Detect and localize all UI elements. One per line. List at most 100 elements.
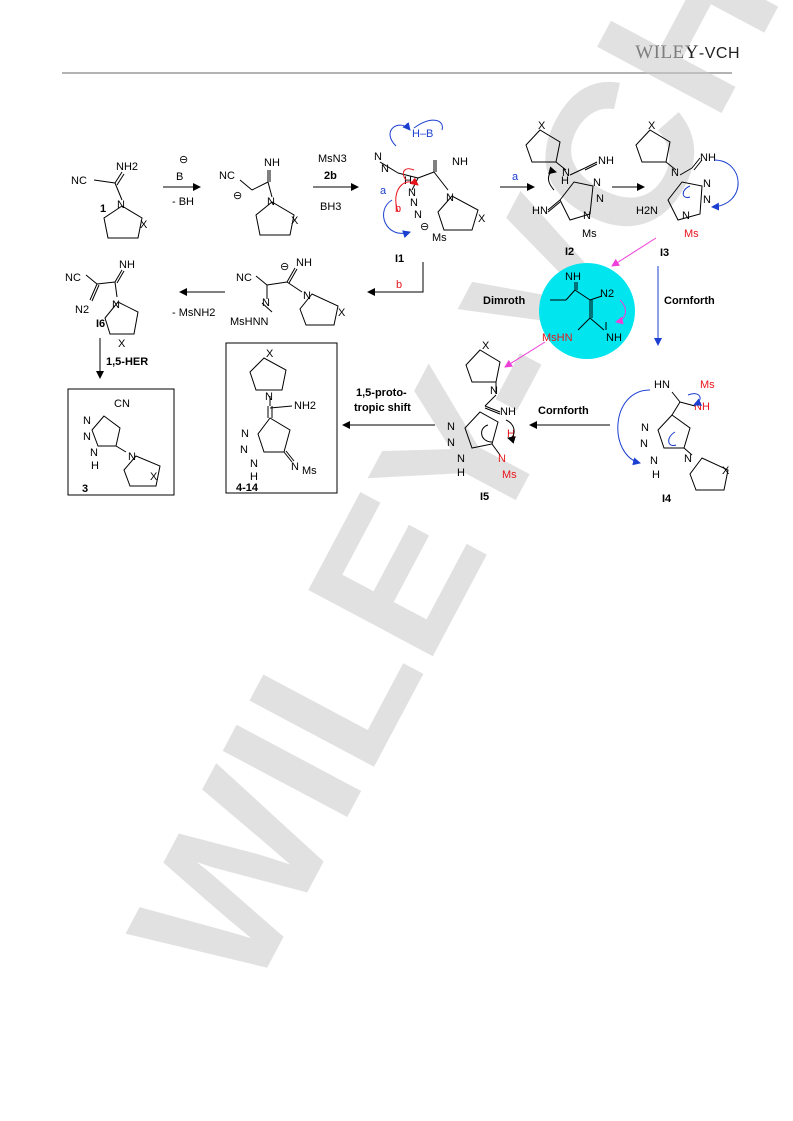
svg-text:N: N — [262, 297, 270, 309]
svg-text:H–B: H–B — [412, 128, 433, 140]
svg-text:⊖: ⊖ — [233, 190, 242, 202]
svg-text:N: N — [447, 437, 455, 449]
label-I1: I1 — [395, 253, 404, 265]
svg-text:NH: NH — [700, 152, 716, 164]
svg-text:H: H — [404, 175, 412, 187]
dimroth-highlight — [539, 263, 635, 359]
compound-3 — [91, 415, 161, 487]
svg-text:X: X — [482, 340, 490, 352]
label-compound-1: 1 — [100, 203, 106, 215]
svg-text:N: N — [291, 461, 299, 473]
watermark: WILEY-VCH — [87, 0, 793, 1021]
svg-text:N: N — [682, 210, 690, 222]
svg-text:NH: NH — [264, 157, 280, 169]
compound-4-14 — [249, 357, 295, 463]
svg-text:⊖: ⊖ — [420, 221, 429, 233]
svg-text:NC: NC — [65, 272, 81, 284]
box-compound-4-14 — [225, 342, 338, 494]
svg-text:N2: N2 — [75, 304, 89, 316]
svg-text:N: N — [374, 151, 382, 163]
svg-text:HN: HN — [654, 379, 670, 391]
svg-text:1,5-HER: 1,5-HER — [106, 356, 148, 368]
svg-text:N: N — [303, 290, 311, 302]
svg-text:N: N — [671, 167, 679, 179]
label-compound-4-14: 4-14 — [236, 482, 259, 494]
svg-text:N: N — [457, 453, 465, 465]
svg-text:Cornforth: Cornforth — [664, 295, 715, 307]
svg-text:X: X — [140, 219, 148, 231]
svg-text:H: H — [91, 460, 99, 472]
svg-text:B: B — [176, 171, 183, 183]
svg-text:MsN3: MsN3 — [318, 153, 347, 165]
svg-text:2b: 2b — [324, 170, 337, 182]
svg-text:NH: NH — [500, 406, 516, 418]
svg-text:- MsNH2: - MsNH2 — [172, 307, 215, 319]
svg-text:N: N — [684, 453, 692, 465]
svg-text:Dimroth: Dimroth — [483, 295, 525, 307]
svg-text:N: N — [381, 163, 389, 175]
svg-text:N: N — [498, 453, 506, 465]
svg-text:Ms: Ms — [302, 465, 317, 477]
label-I3: I3 — [660, 247, 669, 259]
svg-text:N: N — [703, 178, 711, 190]
svg-text:NH: NH — [119, 259, 135, 271]
compound-I4 — [657, 391, 729, 491]
svg-text:NH: NH — [606, 332, 622, 344]
svg-text:NH: NH — [296, 257, 312, 269]
svg-text:⊖: ⊖ — [280, 261, 289, 273]
label-I6: I6 — [96, 318, 105, 330]
svg-text:N: N — [250, 458, 258, 470]
svg-text:N2: N2 — [600, 288, 614, 300]
svg-text:N: N — [83, 415, 91, 427]
label-I5: I5 — [480, 491, 489, 503]
svg-text:NC: NC — [71, 175, 87, 187]
svg-text:N: N — [640, 438, 648, 450]
svg-text:N: N — [267, 196, 275, 208]
svg-text:HN: HN — [532, 205, 548, 217]
svg-text:X: X — [648, 120, 656, 132]
svg-text:N: N — [490, 385, 498, 397]
svg-text:X: X — [150, 471, 158, 483]
svg-text:N: N — [410, 197, 418, 209]
svg-text:N: N — [583, 210, 591, 222]
svg-text:N: N — [90, 447, 98, 459]
svg-text:Ms: Ms — [502, 469, 517, 481]
svg-text:H: H — [457, 467, 465, 479]
svg-text:NH: NH — [452, 156, 468, 168]
svg-text:N: N — [128, 451, 136, 463]
svg-text:NC: NC — [219, 170, 235, 182]
svg-text:N: N — [596, 193, 604, 205]
svg-text:NH2: NH2 — [294, 400, 316, 412]
compound-anion — [239, 170, 295, 236]
svg-text:BH3: BH3 — [320, 201, 341, 213]
svg-text:- BH: - BH — [172, 196, 194, 208]
svg-text:b: b — [396, 279, 402, 291]
svg-text:H: H — [561, 175, 569, 187]
compound-dimroth — [550, 282, 607, 331]
svg-text:H: H — [250, 471, 258, 483]
svg-text:N: N — [650, 455, 658, 467]
svg-text:N: N — [447, 421, 455, 433]
svg-text:X: X — [538, 120, 546, 132]
svg-text:Cornforth: Cornforth — [538, 405, 589, 417]
compound-I6 — [85, 269, 139, 335]
compound-1 — [93, 171, 143, 239]
svg-text:N: N — [117, 199, 125, 211]
compound-I5 — [464, 349, 501, 456]
compound-azo — [255, 267, 339, 326]
svg-text:a: a — [380, 185, 387, 197]
svg-text:Ms: Ms — [432, 232, 447, 244]
svg-text:H2N: H2N — [636, 205, 658, 217]
svg-text:N: N — [241, 428, 249, 440]
svg-text:X: X — [722, 465, 730, 477]
svg-text:MsHN: MsHN — [542, 332, 573, 344]
header-rule — [62, 72, 732, 74]
svg-text:CN: CN — [114, 398, 130, 410]
svg-text:X: X — [291, 215, 299, 227]
svg-text:N: N — [703, 194, 711, 206]
label-I4: I4 — [662, 493, 672, 505]
svg-text:⊖: ⊖ — [179, 154, 188, 166]
compound-I2 — [525, 129, 598, 221]
svg-text:b: b — [395, 203, 401, 215]
